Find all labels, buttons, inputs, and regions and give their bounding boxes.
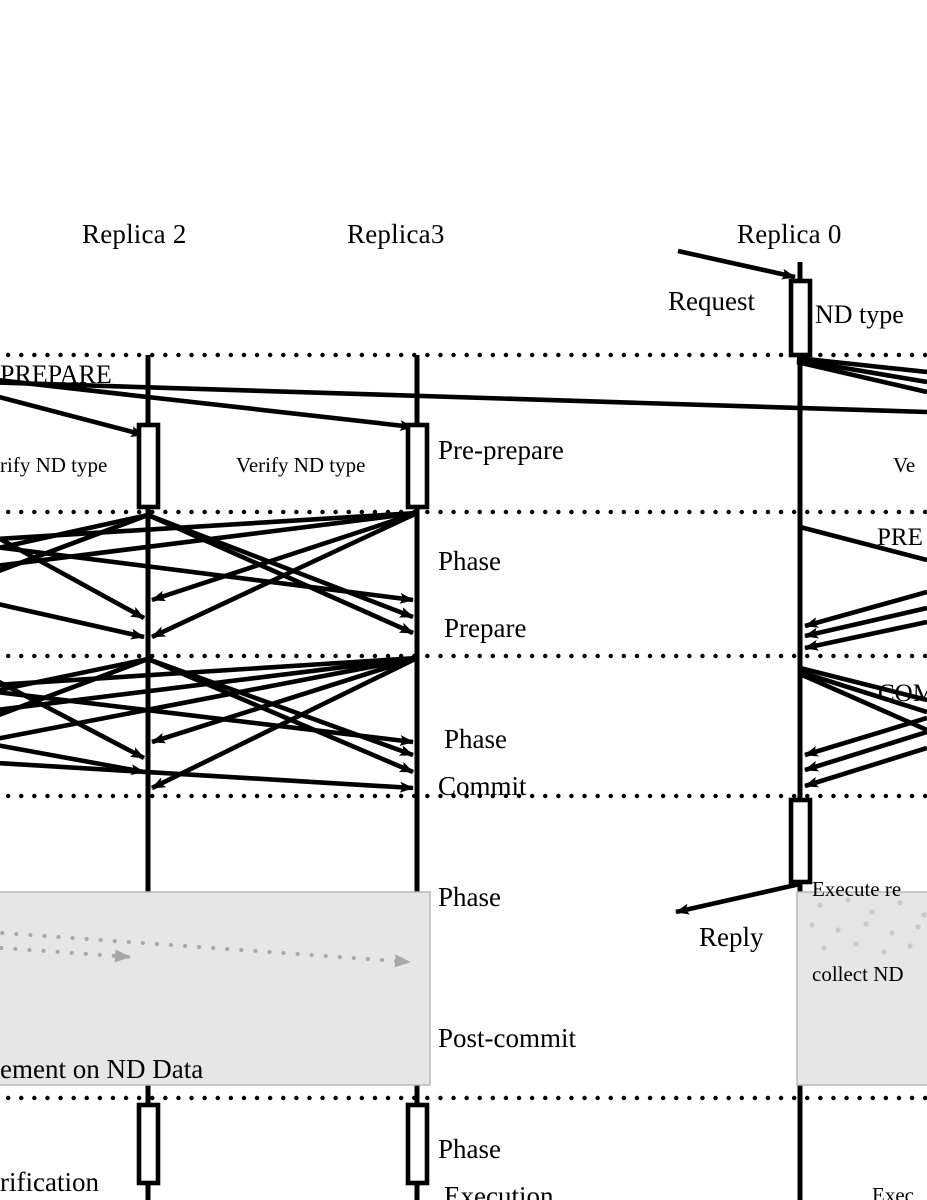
prepare-phase-arrows bbox=[0, 510, 927, 651]
message-label-commit-right: COM bbox=[878, 680, 927, 707]
execute-with-nd-line1: Exec bbox=[872, 1182, 914, 1200]
phase-commit-line2: Phase bbox=[438, 882, 501, 913]
activation-exec-replica3 bbox=[405, 1102, 430, 1186]
message-label-pre-prepare-right: PRE bbox=[877, 524, 923, 551]
activation-label-verify-replica3: Verify ND type bbox=[236, 453, 366, 477]
execute-collect-line2: collect ND bbox=[812, 961, 904, 986]
reply-arrow bbox=[675, 881, 801, 915]
phase-label-commit: Commit Phase bbox=[438, 693, 527, 991]
agreement-box-line1: ement on ND Data bbox=[0, 1053, 204, 1084]
message-label-nd-type: ND type bbox=[815, 300, 904, 329]
agreement-box-right bbox=[796, 891, 927, 1086]
phase-pre-prepare-line1: Pre-prepare bbox=[438, 434, 564, 465]
phase-execution-line1: Execution bbox=[444, 1180, 554, 1200]
activation-label-verify-replica0: Ve bbox=[893, 453, 916, 477]
pre-prepare-arrows bbox=[0, 355, 927, 438]
phase-post-commit-line1: Post-commit bbox=[438, 1022, 577, 1053]
phase-prepare-line1: Prepare bbox=[444, 612, 527, 643]
commit-phase-arrows bbox=[0, 655, 927, 793]
lifeline-title-replica3: Replica3 bbox=[347, 219, 445, 249]
activation-verify-replica2 bbox=[136, 422, 161, 510]
agreement-on-nd-data-box bbox=[0, 891, 431, 1086]
phase-label-prepare: Prepare Phase bbox=[444, 535, 526, 833]
activation-ndtype-replica0 bbox=[788, 278, 813, 358]
activation-verify-replica3 bbox=[405, 422, 430, 510]
execute-collect-line1: Execute re bbox=[812, 876, 902, 901]
phase-prepare-line2: Phase bbox=[444, 724, 507, 755]
request-arrow bbox=[677, 248, 796, 280]
phase-label-post-commit: Post-commit Phase bbox=[438, 945, 576, 1200]
lifeline-title-replica2: Replica 2 bbox=[82, 219, 187, 249]
activation-label-execute-collect: Execute re collect ND bbox=[812, 818, 904, 1045]
activation-label-execute-with-nd: Exec with bbox=[872, 1122, 914, 1200]
phase-commit-line1: Commit bbox=[438, 770, 527, 801]
phase-label-pre-prepare: Pre-prepare Phase bbox=[438, 357, 564, 655]
activation-bars bbox=[136, 278, 813, 1186]
phase-label-execution: Execution Phase bbox=[444, 1103, 553, 1200]
phase-divider-lines bbox=[0, 352, 927, 1101]
message-label-reply: Reply bbox=[699, 922, 764, 952]
phase-pre-prepare-line2: Phase bbox=[438, 546, 501, 577]
agreement-box-text: ement on ND Data rification bbox=[0, 975, 203, 1200]
phase-post-commit-line2: Phase bbox=[438, 1134, 501, 1165]
message-label-request: Request bbox=[668, 286, 755, 316]
message-label-pre-prepare-left: PREPARE bbox=[0, 360, 112, 389]
agreement-box-line2: rification bbox=[0, 1166, 99, 1197]
activation-exec-replica2 bbox=[136, 1102, 161, 1186]
lifeline-title-replica0: Replica 0 bbox=[737, 219, 842, 249]
activation-label-verify-replica2: rify ND type bbox=[0, 453, 108, 477]
activation-execute-replica0 bbox=[788, 797, 813, 885]
